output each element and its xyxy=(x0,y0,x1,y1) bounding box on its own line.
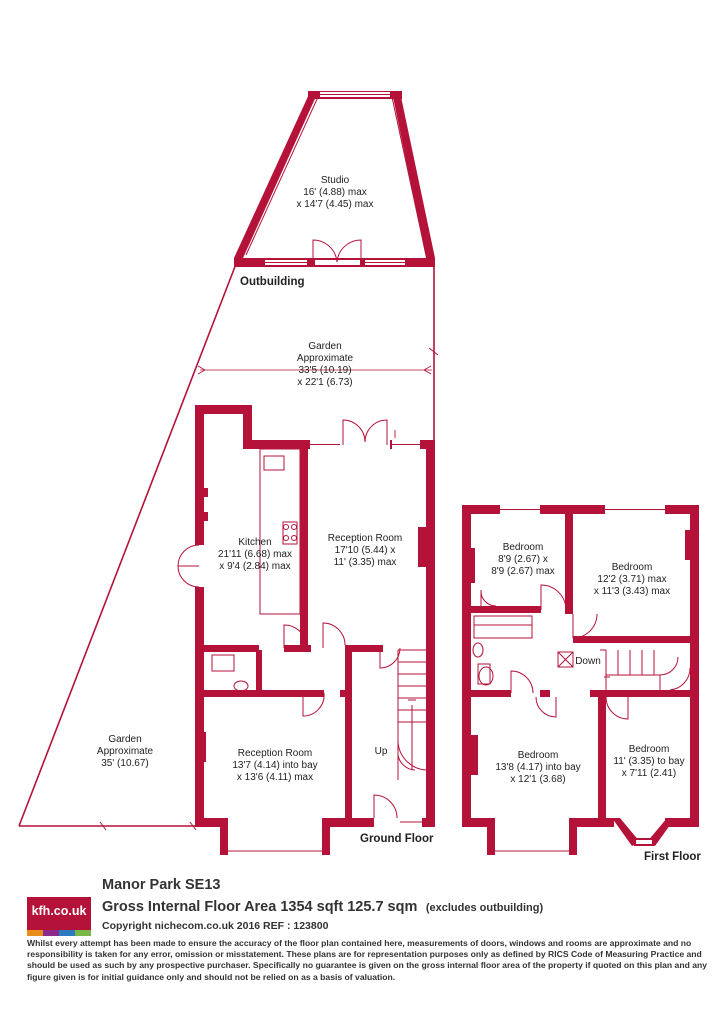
room-dimension: 16' (4.88) max xyxy=(303,187,367,198)
room-dimension: 8'9 (2.67) x xyxy=(498,554,548,565)
reception-rear-label: Reception Room 17'10 (5.44) x 11' (3.35)… xyxy=(305,533,425,569)
room-dimension: 13'8 (4.17) into bay xyxy=(495,762,581,773)
room-note: Approximate xyxy=(96,746,154,757)
room-note: Approximate xyxy=(296,353,354,364)
stairs-up-label: Up xyxy=(374,746,388,757)
studio-wall-left xyxy=(234,92,318,258)
gf-wall-top-kitchen xyxy=(195,405,245,414)
logo-strip-segment xyxy=(43,930,59,936)
gf-wall-right xyxy=(426,440,435,825)
room-dimension: 17'10 (5.44) x xyxy=(334,545,396,556)
room-name: Garden xyxy=(308,341,342,352)
logo-color-strip xyxy=(27,930,91,936)
ff-wall-left xyxy=(462,505,471,825)
logo-strip-segment xyxy=(59,930,75,936)
bedroom-front-right-label: Bedroom 11' (3.35) to bay x 7'11 (2.41) xyxy=(604,744,694,780)
room-dimension: 11' (3.35) to bay xyxy=(613,756,685,767)
room-dimension: x 13'6 (4.11) max xyxy=(236,772,314,783)
bedroom-small-label: Bedroom 8'9 (2.67) x 8'9 (2.67) max xyxy=(478,542,568,578)
studio-wall-right xyxy=(392,92,435,258)
floor-area: Gross Internal Floor Area 1354 sqft 125.… xyxy=(102,899,418,915)
room-name: Garden xyxy=(108,734,142,745)
ff-wall-right xyxy=(690,505,699,825)
reception-front-label: Reception Room 13'7 (4.14) into bay x 13… xyxy=(205,748,345,784)
room-name: Studio xyxy=(320,175,350,186)
studio-label: Studio 16' (4.88) max x 14'7 (4.45) max xyxy=(270,175,400,211)
logo-text: kfh.co.uk xyxy=(31,904,87,918)
room-dimension: 33'5 (10.19) xyxy=(298,365,352,376)
disclaimer-text: Whilst every attempt has been made to en… xyxy=(27,938,708,982)
room-dimension: x 22'1 (6.73) xyxy=(297,377,353,388)
gf-wall-bottom-left xyxy=(195,818,225,827)
logo-strip-segment xyxy=(27,930,43,936)
property-title: Manor Park SE13 xyxy=(102,877,221,893)
ff-wall-top xyxy=(462,505,699,514)
bedroom-front-label: Bedroom 13'8 (4.17) into bay x 12'1 (3.6… xyxy=(478,750,598,786)
room-dimension: 8'9 (2.67) max xyxy=(491,566,555,577)
room-dimension: 35' (10.67) xyxy=(101,758,149,769)
room-dimension: x 14'7 (4.45) max xyxy=(296,199,374,210)
copyright-text: Copyright nichecom.co.uk 2016 REF : 1238… xyxy=(102,920,329,932)
room-dimension: x 11'3 (3.43) max xyxy=(593,586,671,597)
kitchen-label: Kitchen 21'11 (6.68) max x 9'4 (2.84) ma… xyxy=(195,537,315,573)
room-name: Bedroom xyxy=(628,744,670,755)
room-name: Bedroom xyxy=(517,750,559,761)
room-name: Bedroom xyxy=(502,542,544,553)
garden-rear-label: Garden Approximate 33'5 (10.19) x 22'1 (… xyxy=(260,341,390,389)
floor-area-note: (excludes outbuilding) xyxy=(425,902,544,914)
first-floor-label: First Floor xyxy=(644,851,701,863)
room-dimension: 13'7 (4.14) into bay xyxy=(232,760,318,771)
room-name: Bedroom xyxy=(611,562,653,573)
stairs-down-label: Down xyxy=(575,656,601,667)
room-dimension: x 9'4 (2.84) max xyxy=(219,561,291,572)
room-name: Kitchen xyxy=(238,537,272,548)
room-name: Reception Room xyxy=(327,533,403,544)
floor-area-line: Gross Internal Floor Area 1354 sqft 125.… xyxy=(102,898,543,916)
room-dimension: 21'11 (6.68) max xyxy=(218,549,292,560)
gf-wall-left-upper xyxy=(195,405,204,825)
garden-side-label: Garden Approximate 35' (10.67) xyxy=(75,734,175,770)
room-dimension: x 12'1 (3.68) xyxy=(510,774,566,785)
logo-strip-segment xyxy=(75,930,91,936)
room-dimension: 12'2 (3.71) max xyxy=(597,574,667,585)
outbuilding-label: Outbuilding xyxy=(240,276,305,288)
room-name: Reception Room xyxy=(237,748,313,759)
floor-plan xyxy=(18,91,699,855)
brand-logo[interactable]: kfh.co.uk xyxy=(27,897,91,935)
room-dimension: x 7'11 (2.41) xyxy=(621,768,677,779)
bedroom-rear-label: Bedroom 12'2 (3.71) max x 11'3 (3.43) ma… xyxy=(577,562,687,598)
ground-floor-label: Ground Floor xyxy=(360,833,434,845)
room-dimension: 11' (3.35) max xyxy=(333,557,397,568)
